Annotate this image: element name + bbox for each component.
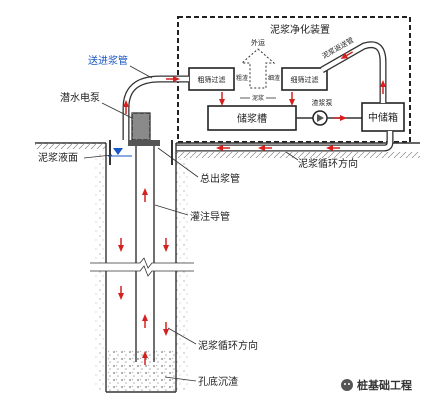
flow-arrow bbox=[332, 114, 348, 122]
coarse-screen-label: 粗筛过滤 bbox=[198, 75, 226, 84]
fine-slag-label: 细渣 bbox=[268, 74, 280, 82]
ground-hatch-left bbox=[35, 143, 106, 149]
circulation-direction-bottom-leader bbox=[167, 327, 197, 345]
submersible-pump-label: 潜水电泵 bbox=[60, 91, 100, 104]
wechat-icon bbox=[341, 379, 353, 391]
flow-arrow bbox=[141, 313, 149, 329]
submersible-pump-leader bbox=[101, 102, 133, 119]
mud-level-marker-icon bbox=[113, 148, 123, 155]
wechat-icon-eye-right bbox=[348, 383, 350, 385]
submersible-pump-hatch bbox=[132, 113, 150, 140]
feed-pipe-label: 送进浆管 bbox=[88, 54, 128, 67]
flow-arrow bbox=[162, 237, 170, 253]
flow-arrow bbox=[117, 237, 125, 253]
slurry-pump-impeller-icon bbox=[317, 114, 324, 122]
main-outlet-pipe-label: 总出浆管 bbox=[200, 172, 240, 185]
bottom-sediment-leader bbox=[164, 376, 197, 382]
intermediate-tank-label: 中储箱 bbox=[368, 111, 398, 124]
break-gap bbox=[88, 263, 196, 271]
return-pipe bbox=[320, 41, 387, 103]
flow-arrow bbox=[162, 321, 170, 337]
circulation-direction-bottom-label: 泥浆循环方向 bbox=[198, 339, 258, 352]
tremie-pipe-label: 灌注导管 bbox=[190, 210, 230, 223]
tremie-pipe-leader bbox=[154, 204, 189, 216]
coarse-slag-label: 粗渣 bbox=[236, 74, 248, 82]
break-line-bottom bbox=[90, 265, 194, 277]
bottom-sediment-area bbox=[107, 350, 175, 391]
mud-level-label: 泥浆液面 bbox=[38, 151, 78, 164]
circulation-direction-top-label: 泥浆循环方向 bbox=[298, 157, 358, 170]
export-label: 外运 bbox=[251, 38, 265, 47]
bottom-sediment-label: 孔底沉渣 bbox=[198, 375, 238, 388]
main-outlet-pipe-leader bbox=[157, 147, 199, 178]
flow-arrow bbox=[218, 91, 226, 107]
ground-hatch-right bbox=[176, 152, 420, 158]
watermark-text: 桩基础工程 bbox=[357, 378, 412, 392]
wechat-icon-eye-left bbox=[344, 383, 346, 385]
watermark: 桩基础工程 bbox=[341, 378, 412, 392]
flow-arrow bbox=[141, 187, 149, 203]
mud-between-label: 泥浆 bbox=[252, 94, 264, 102]
circulation-direction-top-leader bbox=[285, 151, 299, 161]
fine-screen-label: 细筛过滤 bbox=[291, 75, 319, 84]
export-arrow-shape bbox=[240, 48, 276, 89]
slurry-pump-label: 渣浆泵 bbox=[312, 98, 333, 107]
soil-texture-right bbox=[176, 158, 188, 392]
break-line-top bbox=[90, 257, 194, 269]
mud-level-leader bbox=[83, 154, 113, 159]
main-outlet-flange bbox=[128, 140, 160, 146]
flow-arrow bbox=[288, 91, 296, 107]
fine-screen-box bbox=[281, 67, 328, 91]
flow-arrow bbox=[117, 285, 125, 301]
storage-tank-label: 储浆槽 bbox=[237, 112, 267, 125]
ground-return-pipe bbox=[176, 131, 394, 152]
feed-pipe-leader bbox=[129, 65, 153, 79]
purification-device-title: 泥浆净化装置 bbox=[270, 23, 330, 36]
